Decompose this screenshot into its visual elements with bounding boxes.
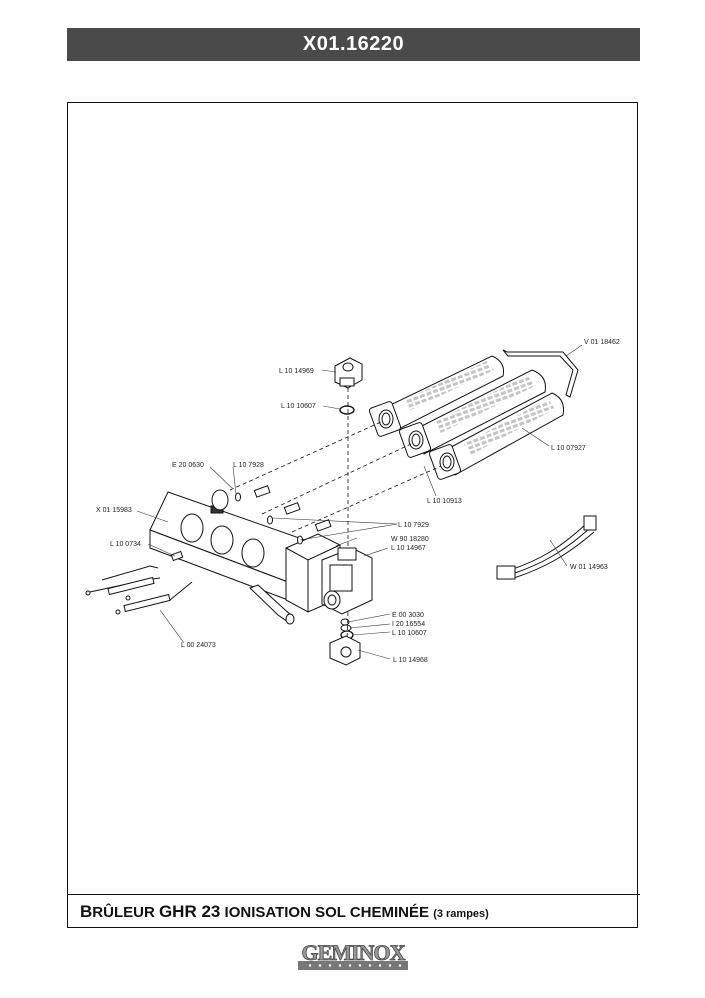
ignition-electrodes — [85, 565, 193, 615]
logo-text: GEMINOX — [302, 940, 406, 965]
burner-tube-3 — [428, 392, 564, 480]
wiring-harness — [496, 515, 597, 580]
part-label: L 10 7928 — [233, 462, 264, 469]
diagram-caption: BRÛLEUR GHR 23 IONISATION SOL CHEMINÉE (… — [80, 902, 489, 922]
document-code: X01.16220 — [302, 33, 405, 55]
burner-tubes — [368, 355, 564, 480]
page-header: X01.16220 — [67, 28, 640, 61]
part-label: W 01 14963 — [570, 564, 608, 571]
seal-bottom-2 — [340, 624, 352, 632]
gas-manifold — [149, 491, 306, 625]
part-label: I 20 16554 — [392, 621, 425, 628]
part-label: V 01 18462 — [584, 339, 620, 346]
part-label: L 10 10607 — [392, 630, 427, 637]
part-label: L 10 14967 — [391, 545, 426, 552]
caption-lead-big: B — [80, 902, 93, 921]
logo-band-dots — [308, 964, 402, 967]
part-label: L 10 07927 — [551, 445, 586, 452]
part-label: L 10 10913 — [427, 498, 462, 505]
part-label: W 90 18280 — [391, 536, 429, 543]
burner-tube-2 — [398, 369, 546, 458]
support-bracket — [502, 349, 579, 398]
caption-separator — [67, 894, 640, 895]
caption-rest: IONISATION SOL CHEMINÉE — [224, 904, 430, 921]
burner-tube-1 — [368, 355, 504, 437]
top-connector — [334, 357, 363, 389]
leader-lines — [136, 344, 583, 660]
geminox-logo: GEMINOX — [298, 940, 408, 970]
gas-valve — [285, 533, 373, 615]
seal-top — [339, 405, 355, 415]
diagram-frame — [67, 102, 638, 928]
part-label: L 10 0734 — [110, 541, 141, 548]
part-label: L 10 14968 — [393, 657, 428, 664]
part-label: L 10 7929 — [398, 522, 429, 529]
caption-lead-rest: RÛLEUR — [92, 904, 155, 921]
part-label: X 01 15983 — [96, 507, 132, 514]
part-label: L 00 24073 — [181, 642, 216, 649]
part-label: L 10 10607 — [281, 403, 316, 410]
part-label: L 10 14969 — [279, 368, 314, 375]
injectors — [170, 485, 332, 562]
caption-note: (3 rampes) — [433, 908, 489, 920]
part-label: E 20 0630 — [172, 462, 204, 469]
bottom-connector — [329, 635, 361, 666]
assembly-lines — [229, 388, 442, 641]
part-label: E 00 3030 — [392, 612, 424, 619]
part-labels: V 01 18462 L 10 14969 L 10 10607 E 20 06… — [96, 339, 620, 664]
caption-model: GHR 23 — [158, 902, 221, 921]
